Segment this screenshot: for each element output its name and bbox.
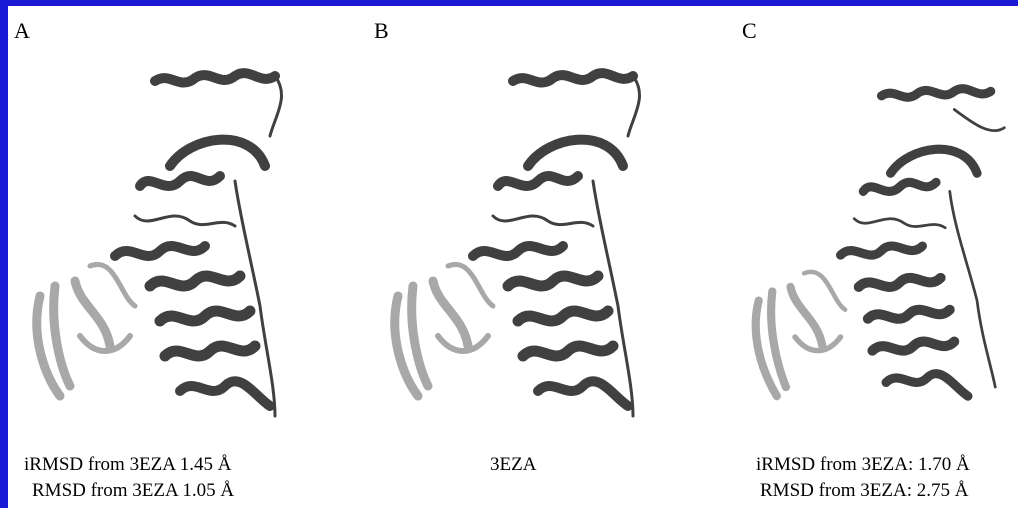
light-domain-a bbox=[37, 264, 135, 396]
protein-structure-b bbox=[378, 56, 678, 436]
panel-letter-b: B bbox=[374, 18, 389, 44]
panel-b-caption: 3EZA bbox=[490, 454, 536, 476]
figure-border-left bbox=[0, 0, 8, 508]
light-domain-c bbox=[756, 272, 845, 396]
panel-c: C iRMSD from 3EZA: 1.70 Å RMSD from 3EZA… bbox=[700, 6, 1018, 508]
dark-domain-c bbox=[841, 89, 1005, 396]
dark-domain-b bbox=[473, 73, 639, 416]
panel-c-caption-rmsd: RMSD from 3EZA: 2.75 Å bbox=[760, 480, 968, 502]
panel-a-caption-irmsd: iRMSD from 3EZA 1.45 Å bbox=[24, 454, 231, 476]
panel-a: A iRMSD from 3EZA 1.45 Å RMSD from 3EZA … bbox=[10, 6, 350, 508]
panel-letter-c: C bbox=[742, 18, 757, 44]
light-domain-b bbox=[395, 264, 493, 396]
protein-structure-a bbox=[20, 56, 320, 436]
panel-b: B 3EZA bbox=[360, 6, 700, 508]
panel-c-caption-irmsd: iRMSD from 3EZA: 1.70 Å bbox=[756, 454, 970, 476]
panel-a-caption-rmsd: RMSD from 3EZA 1.05 Å bbox=[32, 480, 234, 502]
protein-structure-c bbox=[745, 56, 1018, 436]
dark-domain-a bbox=[115, 73, 281, 416]
panel-letter-a: A bbox=[14, 18, 30, 44]
